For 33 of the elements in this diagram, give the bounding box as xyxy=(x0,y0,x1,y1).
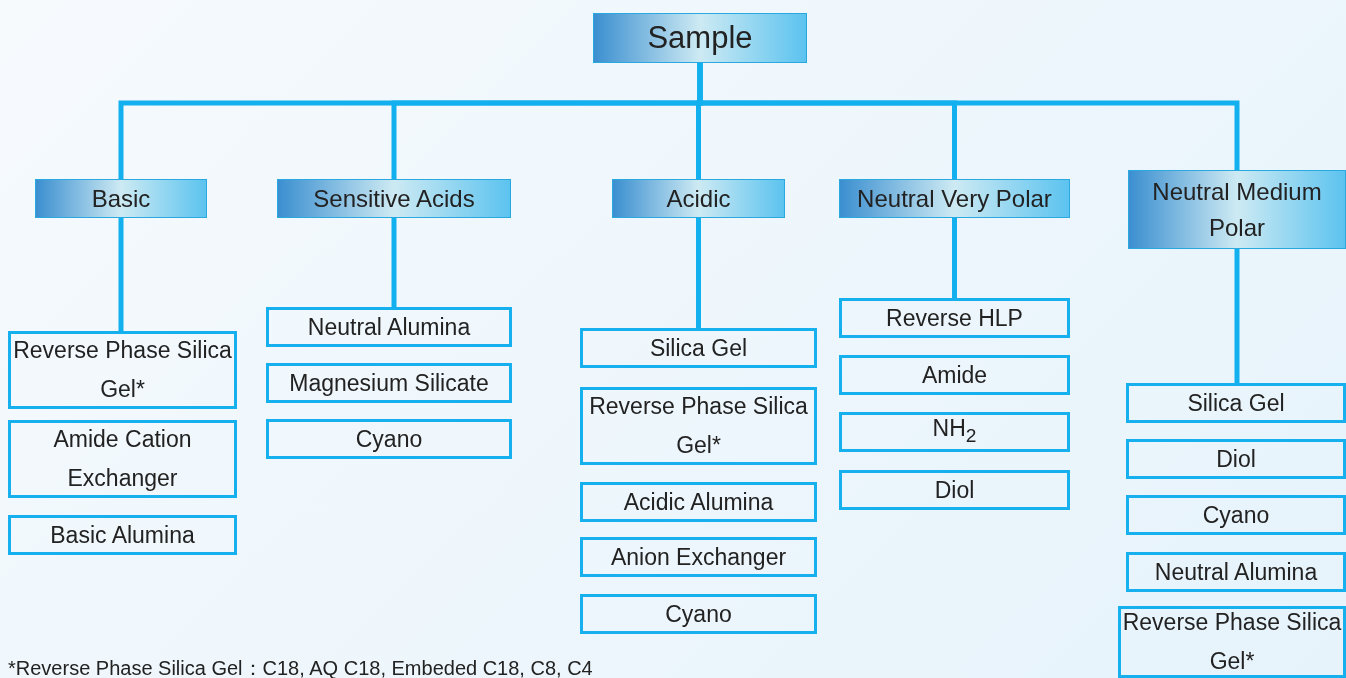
option-box: Reverse Phase Silica Gel* xyxy=(8,331,237,409)
option-box: Basic Alumina xyxy=(8,515,237,555)
option-box: NH$_{2}$ xyxy=(839,412,1070,452)
category-box: Neutral Medium Polar xyxy=(1128,170,1346,249)
root-box: Sample xyxy=(593,13,807,63)
category-box: Basic xyxy=(35,179,207,218)
connector-line xyxy=(696,218,701,328)
option-box: Neutral Alumina xyxy=(1126,552,1346,592)
connector-line xyxy=(697,63,1240,170)
option-box: Cyano xyxy=(266,419,512,459)
option-box: Cyano xyxy=(580,594,817,634)
option-box: Amide xyxy=(839,355,1070,395)
option-box: Diol xyxy=(839,470,1070,510)
option-box: Silica Gel xyxy=(580,328,817,368)
footnote: *Reverse Phase Silica Gel：C18, AQ C18, Embeded C18, C8, C4 xyxy=(8,656,593,678)
connector-line xyxy=(1234,249,1240,383)
category-box: Sensitive Acids xyxy=(277,179,511,218)
option-box: Diol xyxy=(1126,439,1346,479)
option-box: Amide Cation Exchanger xyxy=(8,420,237,498)
connector-line xyxy=(952,218,957,298)
option-box: Magnesium Silicate xyxy=(266,363,512,403)
option-box: Silica Gel xyxy=(1126,383,1346,423)
option-box: Reverse HLP xyxy=(839,298,1070,338)
option-box: Acidic Alumina xyxy=(580,482,817,522)
option-box: Reverse Phase Silica Gel* xyxy=(580,387,817,465)
option-box: Neutral Alumina xyxy=(266,307,512,347)
connector-line xyxy=(118,218,124,331)
option-box: Anion Exchanger xyxy=(580,537,817,577)
connector-line xyxy=(391,218,397,307)
option-box: Reverse Phase Silica Gel* xyxy=(1118,606,1346,678)
category-box: Neutral Very Polar xyxy=(839,179,1070,218)
option-box: Cyano xyxy=(1126,495,1346,535)
category-box: Acidic xyxy=(612,179,785,218)
